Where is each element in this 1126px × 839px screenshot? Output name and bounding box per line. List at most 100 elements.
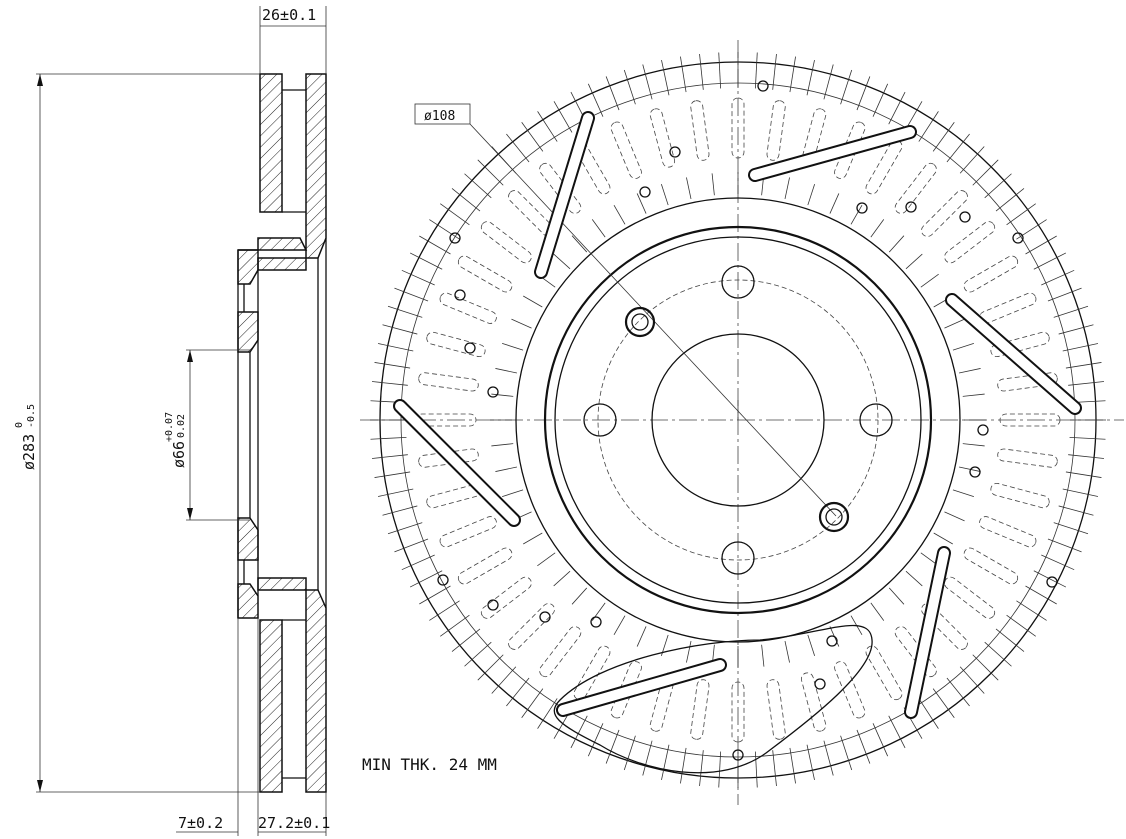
- edge-tick: [419, 235, 451, 255]
- edge-tick: [789, 747, 796, 784]
- drilled-hole: [669, 146, 681, 158]
- edge-tick: [680, 747, 687, 784]
- edge-tick: [888, 91, 906, 125]
- cooling-vane: [457, 547, 513, 585]
- cooling-vane: [979, 516, 1037, 548]
- edge-tick: [1025, 235, 1057, 255]
- cooling-vane: [997, 372, 1058, 392]
- dim-bore-tol-lower: 0.02: [176, 414, 187, 438]
- drilled-hole: [959, 211, 971, 223]
- inner-tick: [523, 532, 543, 545]
- edge-tick: [521, 688, 544, 718]
- bolt-circle: [597, 279, 879, 561]
- inner-tick: [807, 634, 816, 656]
- edge-tick: [429, 219, 460, 240]
- edge-tick: [840, 735, 853, 771]
- edge-tick: [587, 723, 604, 757]
- dim-outer-tol-lower: -0.5: [26, 404, 37, 428]
- cooling-vane: [418, 372, 479, 392]
- inner-tick: [761, 644, 765, 667]
- inner-tick: [591, 219, 606, 238]
- drilled-hole: [454, 289, 466, 301]
- inner-tick: [636, 193, 647, 214]
- edge-tick: [888, 715, 906, 749]
- inner-tick: [829, 193, 840, 214]
- edge-tick: [1065, 362, 1102, 369]
- edge-tick: [1069, 436, 1106, 440]
- callout-outline: [553, 624, 873, 774]
- hat-inner: [554, 236, 922, 604]
- inner-tick: [502, 342, 524, 351]
- inner-tick: [870, 219, 885, 238]
- cooling-vane: [766, 100, 786, 161]
- right-plate-lower: [257, 577, 327, 793]
- inner-tick: [686, 640, 692, 663]
- edge-tick: [823, 64, 834, 100]
- edge-tick: [856, 729, 871, 764]
- bolt-hole: [859, 403, 893, 437]
- drilled-hole: [590, 616, 602, 628]
- inner-tick: [636, 626, 647, 647]
- cooling-vane: [999, 413, 1061, 427]
- edge-tick: [387, 305, 423, 318]
- inner-tick: [537, 552, 556, 567]
- edge-tick: [623, 735, 636, 771]
- inner-tick: [495, 466, 518, 472]
- drilled-hole: [1046, 576, 1058, 588]
- bolt-hole: [583, 403, 617, 437]
- cooling-vane: [457, 255, 513, 293]
- edge-tick: [387, 522, 423, 535]
- edge-tick: [374, 471, 411, 478]
- slot: [395, 401, 519, 525]
- edge-tick: [642, 64, 653, 100]
- inner-tick: [888, 587, 905, 605]
- slot: [536, 113, 593, 277]
- inner-tick: [511, 318, 532, 329]
- bolt-hole: [721, 541, 755, 575]
- inner-tick: [553, 570, 571, 587]
- cooling-vane: [508, 603, 555, 650]
- cooling-vane: [894, 162, 937, 214]
- drilled-hole: [977, 424, 989, 436]
- inner-tick: [952, 342, 974, 351]
- inner-tick: [958, 368, 981, 374]
- cooling-vane: [979, 292, 1037, 324]
- drilled-hole: [1012, 232, 1024, 244]
- edge-tick: [1068, 454, 1105, 459]
- cooling-vane: [480, 576, 532, 619]
- dim-overall-height: 27.2±0.1: [258, 814, 330, 832]
- edge-tick: [984, 173, 1012, 199]
- inner-tick: [958, 466, 981, 472]
- edge-tick: [537, 111, 558, 142]
- dimension-lines: [36, 6, 327, 836]
- edge-tick: [642, 740, 653, 776]
- bolt-circle-label: ø108: [424, 109, 455, 124]
- dim-thickness: 26±0.1: [262, 6, 316, 24]
- edge-tick: [772, 53, 777, 90]
- edge-tick: [1065, 471, 1102, 478]
- cooling-vane: [990, 482, 1050, 509]
- edge-tick: [972, 654, 999, 681]
- hat-flange-mid-lower: [237, 517, 259, 561]
- edge-tick: [959, 146, 985, 174]
- edge-tick: [1006, 203, 1036, 226]
- edge-tick: [429, 600, 460, 621]
- edge-tick: [623, 69, 636, 105]
- edge-tick: [718, 751, 722, 788]
- edge-tick: [605, 729, 620, 764]
- inner-tick: [905, 570, 923, 587]
- locating-hole: [818, 501, 850, 533]
- edge-tick: [932, 688, 955, 718]
- edge-tick: [823, 740, 834, 776]
- inner-tick: [491, 443, 514, 447]
- dim-outer-diameter: ø283: [20, 434, 38, 470]
- inner-tick: [660, 184, 669, 206]
- slot: [947, 295, 1080, 413]
- dim-bore-group: ø66 +0.07 0.02: [164, 412, 188, 468]
- hat-flange-lower: [237, 583, 259, 619]
- cooling-vane: [731, 97, 745, 159]
- edge-tick: [440, 203, 470, 226]
- slot: [906, 548, 949, 717]
- dim-outer-tol-upper: 0: [14, 422, 25, 428]
